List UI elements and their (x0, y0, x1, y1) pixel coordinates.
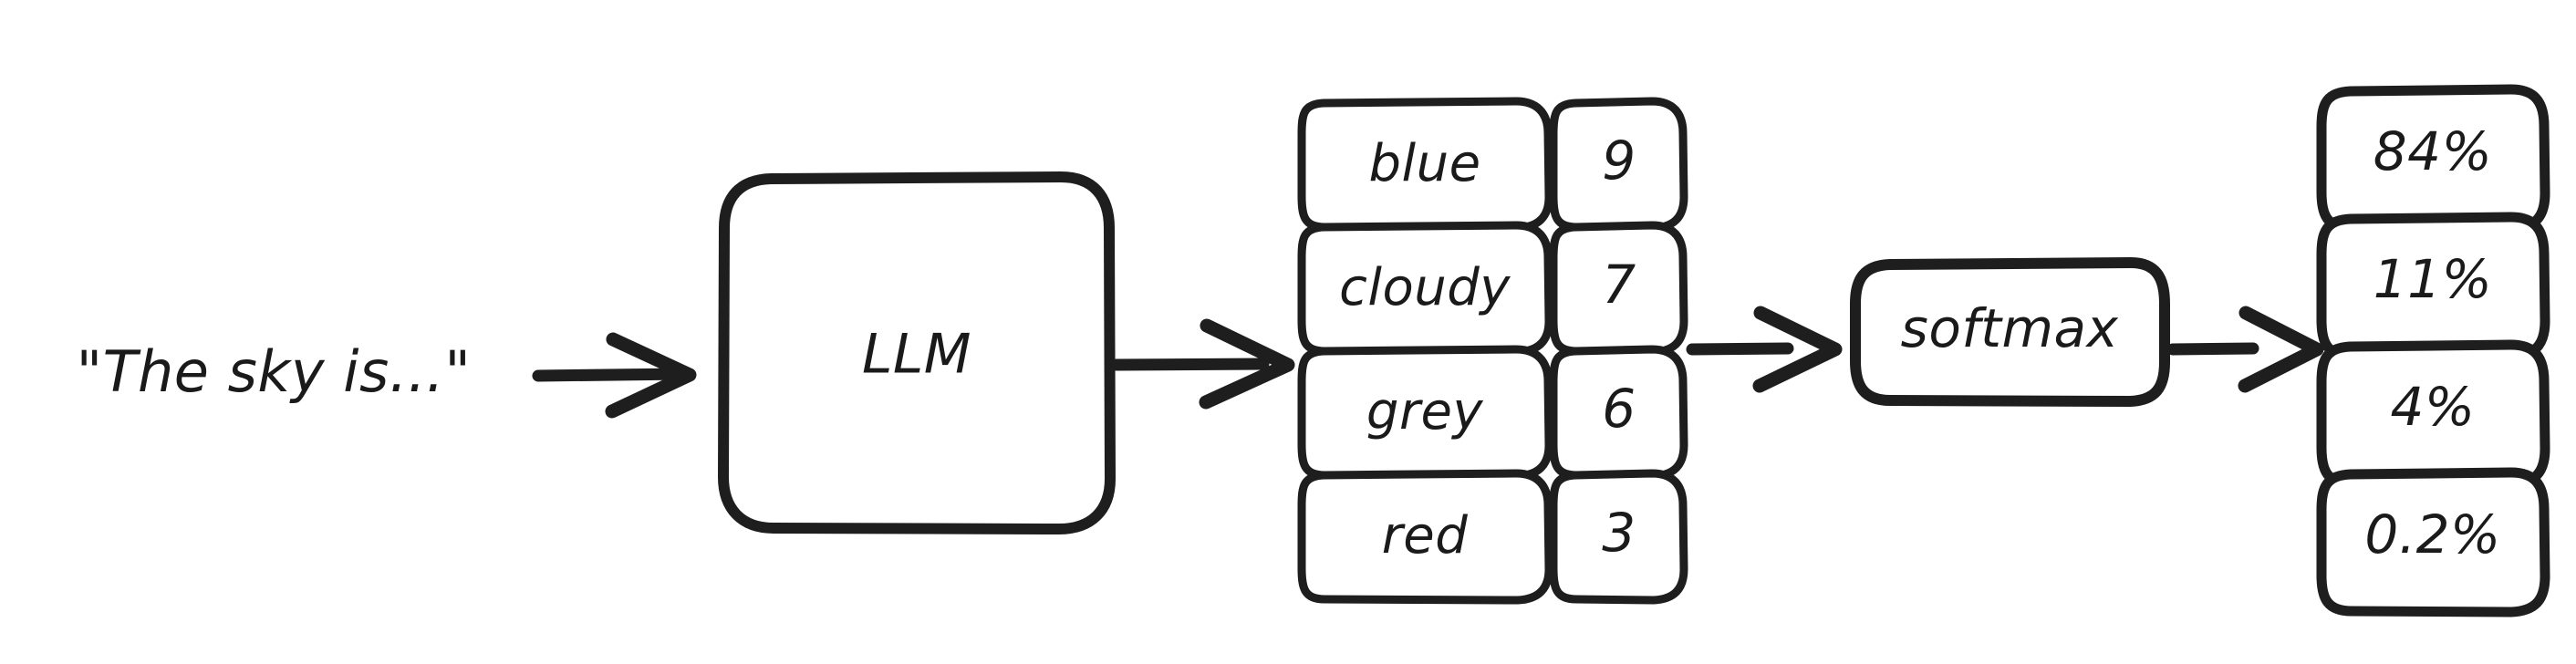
logit-label-2: 6 (1602, 378, 1636, 440)
prob-label-2: 4% (2390, 376, 2475, 438)
prob-label-0: 84% (2373, 120, 2492, 182)
arrow-llm-to-logits (1110, 318, 1295, 410)
prob-label-1: 11% (2373, 248, 2492, 310)
token-box-red[interactable] (1297, 469, 1553, 605)
prob-box-3[interactable] (2316, 467, 2550, 617)
arrow-logits-to-softmax (1686, 306, 1843, 393)
softmax-box[interactable] (1850, 257, 2170, 407)
logit-label-1: 7 (1602, 254, 1636, 316)
arrow-prompt-to-llm (532, 332, 697, 419)
token-label-0: blue (1368, 134, 1480, 193)
token-label-1: cloudy (1339, 258, 1511, 317)
probability-boxes (2316, 84, 2550, 617)
logit-box-3[interactable] (1549, 469, 1688, 605)
prob-label-3: 0.2% (2364, 503, 2500, 565)
logit-label-0: 9 (1602, 130, 1636, 192)
llm-box[interactable] (718, 171, 1116, 534)
logit-boxes (1549, 97, 1688, 605)
token-boxes (1297, 97, 1553, 605)
token-label-2: grey (1366, 382, 1484, 441)
softmax-label: softmax (1901, 297, 2119, 359)
llm-label: LLM (862, 323, 971, 387)
logit-label-3: 3 (1602, 502, 1636, 564)
prompt-text: "The sky is..." (77, 338, 472, 405)
token-label-3: red (1382, 506, 1469, 565)
arrow-softmax-to-probs (2166, 306, 2324, 393)
